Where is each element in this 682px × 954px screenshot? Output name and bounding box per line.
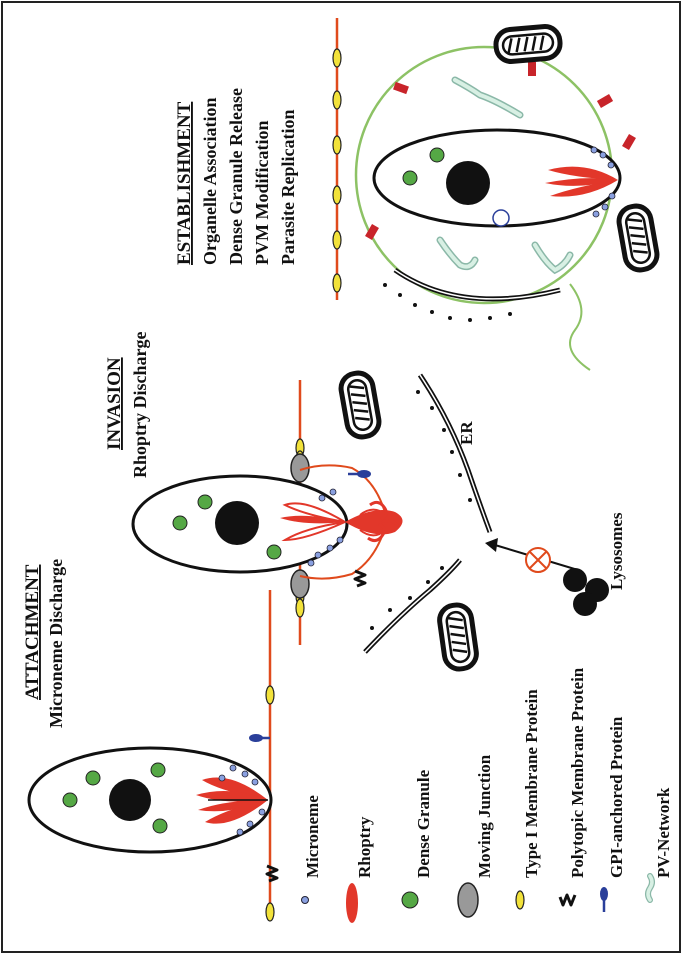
- legend-pv-network: PV-Network: [654, 787, 673, 878]
- legend-polytopic-membrane-protein: Polytopic Membrane Protein: [568, 667, 587, 878]
- establishment-step-4: Parasite Replication: [278, 110, 298, 265]
- type-i-membrane-protein-icon: [516, 891, 524, 909]
- moving-junction-icon: [458, 883, 478, 917]
- establishment-title: ESTABLISHMENT: [174, 101, 195, 265]
- microneme-icon: [302, 897, 309, 904]
- mitochondrion: [495, 25, 562, 62]
- legend-gpi-anchored-protein: GPI-anchored Protein: [607, 716, 626, 878]
- legend-rhoptry: Rhoptry: [355, 816, 374, 878]
- er-label: ER: [457, 421, 476, 445]
- legend-microneme: Microneme: [303, 795, 322, 878]
- establishment-step-2: Dense Granule Release: [226, 88, 246, 265]
- attachment-title: ATTACHMENT: [22, 564, 43, 700]
- establishment-step-1: Organelle Association: [200, 98, 220, 266]
- attachment-subtitle: Microneme Discharge: [46, 559, 66, 728]
- legend-type-i-membrane-protein: Type I Membrane Protein: [522, 689, 541, 878]
- mitochondrion: [438, 603, 479, 671]
- establishment-step-3: PVM Modification: [252, 121, 272, 265]
- invasion-title: INVASION: [104, 357, 125, 450]
- invasion-subtitle: Rhoptry Discharge: [130, 332, 150, 479]
- legend-moving-junction: Moving Junction: [475, 754, 494, 878]
- lysosomes-label: Lysosomes: [607, 512, 626, 590]
- nucleus: [109, 779, 151, 821]
- rhoptry-icon: [346, 883, 358, 923]
- dense-granule-icon: [402, 892, 418, 908]
- legend-dense-granule: Dense Granule: [414, 769, 433, 878]
- moving-junction: [291, 570, 309, 598]
